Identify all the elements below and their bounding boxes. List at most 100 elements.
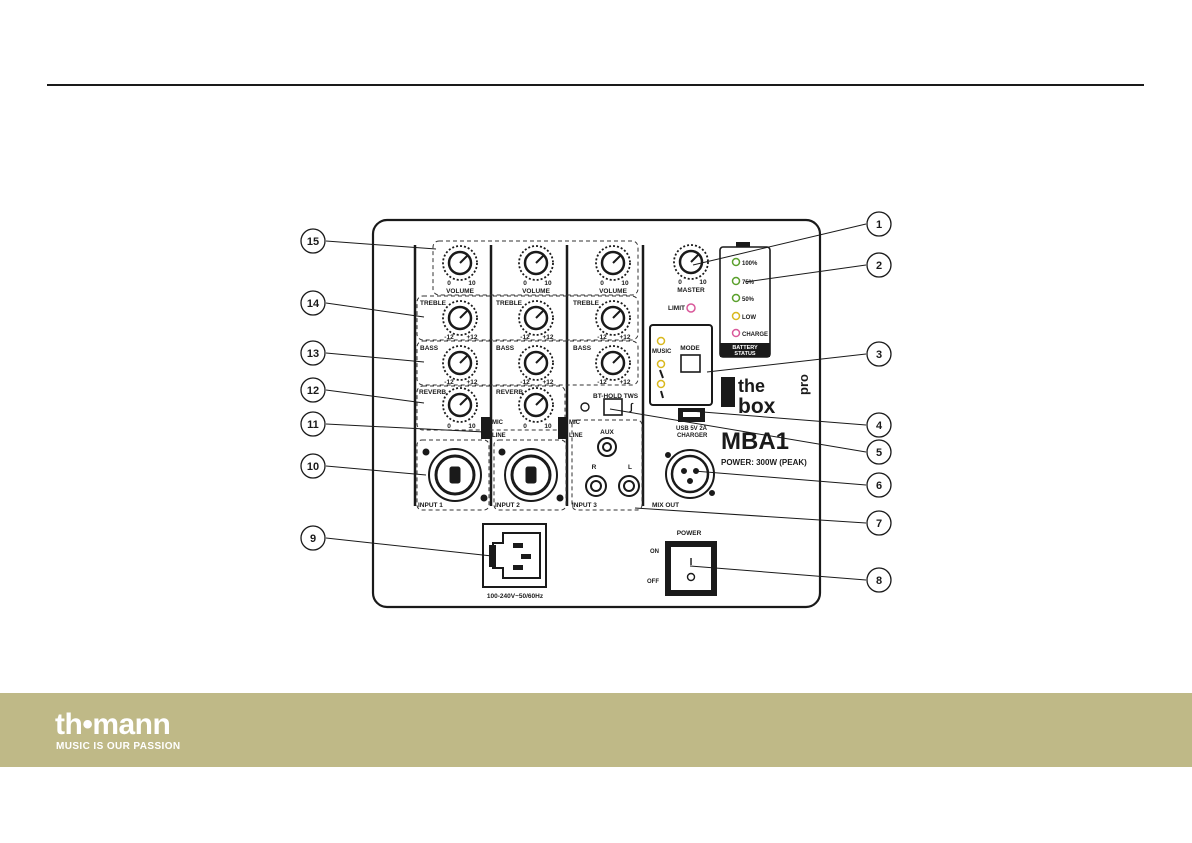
channel-labels: VOLUME VOLUME VOLUME 0 10 0 10 0 10 TREB…: [419, 279, 707, 430]
leader-13: [325, 352, 425, 363]
callout-8: 8: [866, 567, 892, 593]
brand-block: the box pro MBA1 POWER: 300W (PEAK): [721, 374, 811, 467]
rca-jack-l[interactable]: [618, 475, 640, 497]
off-label: OFF: [647, 579, 659, 585]
callout-10: 10: [300, 453, 326, 479]
bt-led-symbol: [660, 390, 664, 399]
bt-indicator-led: [580, 402, 590, 412]
bass-knob-1: [442, 345, 478, 381]
volume-min-2: 0: [523, 280, 527, 287]
rca-jack-r[interactable]: [585, 475, 607, 497]
battery-status-line2: STATUS: [734, 351, 756, 357]
mode-button[interactable]: [680, 354, 701, 373]
bt-hold-label: BT-HOLD TWS: [593, 393, 639, 400]
bass-min-1: -12: [444, 379, 454, 386]
callout-2: 2: [866, 252, 892, 278]
treble-label-3: TREBLE: [573, 300, 600, 307]
usb-label-line2: CHARGER: [677, 433, 708, 439]
reverb-label-1: REVERB: [419, 389, 446, 396]
treble-frame: [416, 295, 639, 341]
combo-input-1[interactable]: [422, 448, 488, 502]
volume-max-3: 10: [621, 280, 629, 287]
battery-level-charge: CHARGE: [742, 332, 768, 338]
power-label: POWER: [677, 530, 702, 537]
bass-max-2: +12: [542, 379, 553, 386]
reverb-frame: [416, 385, 566, 431]
input1-label: INPUT 1: [418, 502, 443, 509]
knobs: [442, 244, 709, 423]
callout-9: 9: [300, 525, 326, 551]
input2-frame: [493, 439, 567, 511]
treble-knob-2: [518, 300, 554, 336]
leader-3: [706, 353, 867, 373]
callout-13: 13: [300, 340, 326, 366]
callout-11: 11: [300, 411, 326, 437]
bt-button[interactable]: [603, 398, 623, 416]
reverb-max-2: 10: [544, 423, 552, 430]
power-rating: POWER: 300W (PEAK): [721, 458, 807, 467]
bass-max-3: +12: [619, 379, 630, 386]
volume-label-2: VOLUME: [522, 288, 550, 295]
mic-line-switch-2[interactable]: MIC LINE: [558, 417, 583, 439]
power-switch-on-mark: I: [690, 557, 693, 568]
aux-l-label: L: [628, 464, 632, 471]
aux-jack[interactable]: [597, 437, 617, 457]
volume-label-1: VOLUME: [446, 288, 474, 295]
combo-input-2[interactable]: [498, 448, 564, 502]
leader-10: [325, 465, 427, 476]
reverb-knob-1: [442, 387, 478, 423]
leader-14: [325, 302, 425, 318]
leader-2: [744, 264, 867, 283]
battery-status-line1: BATTERY: [732, 345, 758, 351]
battery-status-panel: BATTERY STATUS 100% 75% 50% LOW CHARGE: [719, 242, 771, 358]
svg-text:4: 4: [876, 420, 883, 432]
callout-3: 3: [866, 341, 892, 367]
battery-led-100: [731, 257, 741, 267]
mode-label: MODE: [680, 345, 700, 352]
volume-max-2: 10: [544, 280, 552, 287]
leader-4: [689, 410, 867, 426]
input3-label: INPUT 3: [572, 502, 597, 509]
power-switch[interactable]: I: [665, 541, 717, 596]
leader-5: [609, 408, 867, 453]
mic-line-switch-1[interactable]: MIC LINE: [481, 417, 506, 439]
xlr-mix-out[interactable]: [665, 449, 715, 499]
battery-level-75: 75%: [742, 280, 755, 286]
bass-min-3: -12: [597, 379, 607, 386]
aux-r-label: R: [592, 464, 597, 471]
volume-knob-2: [518, 245, 554, 281]
mains-inlet: [482, 523, 547, 588]
callout-7: 7: [866, 510, 892, 536]
volume-knob-1: [442, 245, 478, 281]
input1-frame: [416, 439, 490, 511]
treble-min-2: -12: [520, 334, 530, 341]
mode-panel: MUSIC MODE: [649, 324, 713, 406]
treble-max-3: +12: [619, 334, 630, 341]
bass-max-1: +12: [466, 379, 477, 386]
leader-9: [325, 537, 493, 557]
battery-level-50: 50%: [742, 297, 755, 303]
battery-led-75: [731, 276, 741, 286]
bass-label-1: BASS: [420, 345, 439, 352]
bluetooth-icon: ∫: [629, 402, 634, 413]
volume-min-3: 0: [600, 280, 604, 287]
on-label: ON: [650, 549, 659, 555]
volume-knob-3: [595, 245, 631, 281]
thomann-logo: th•mann: [55, 708, 171, 741]
master-max: 10: [699, 279, 707, 286]
thomann-tagline: MUSIC IS OUR PASSION: [56, 741, 181, 752]
aux-label: AUX: [600, 429, 614, 436]
panel-outline: [371, 218, 822, 609]
treble-min-3: -12: [597, 334, 607, 341]
reverb-min-1: 0: [447, 423, 451, 430]
svg-text:6: 6: [876, 480, 882, 492]
svg-text:11: 11: [307, 419, 319, 431]
volume-frame: [432, 240, 639, 296]
volume-min-1: 0: [447, 280, 451, 287]
master-knob: [673, 244, 709, 280]
svg-text:15: 15: [307, 236, 319, 248]
leader-8: [689, 565, 867, 581]
bass-label-2: BASS: [496, 345, 515, 352]
aux-led: [656, 359, 666, 369]
